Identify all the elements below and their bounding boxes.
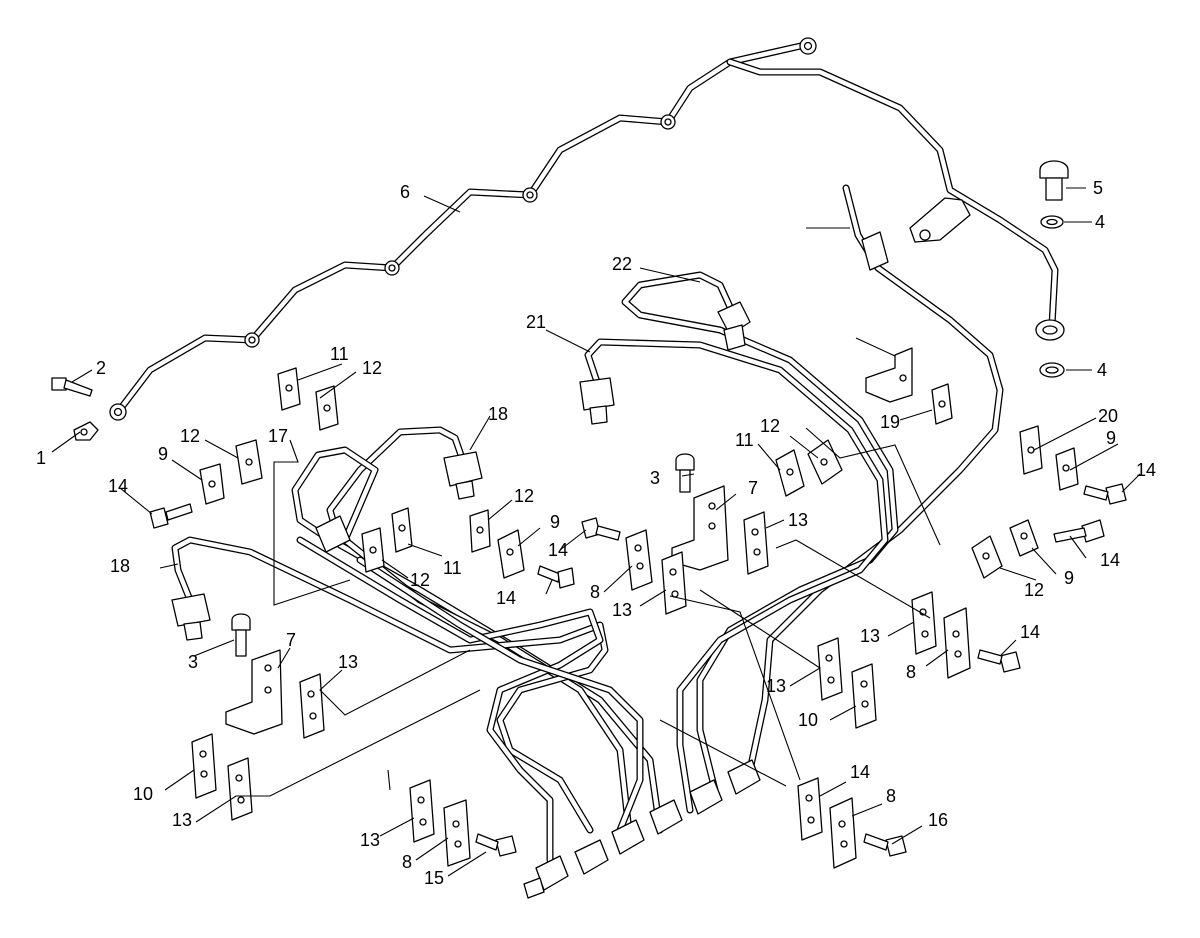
callout-2: 2	[96, 358, 106, 378]
callout-20: 22	[612, 254, 632, 274]
callout-12: 12	[514, 486, 534, 506]
callout-8: 8	[906, 662, 916, 682]
callout-5: 5	[1093, 178, 1103, 198]
callout-13: 13	[172, 810, 192, 830]
callout-14: 14	[548, 540, 568, 560]
callout-labels: 1 2 3 3 4 4 5 6 7 7 8 8 8 8 9 9 9 9 10 1…	[36, 178, 1156, 888]
part-12-clamp	[235, 385, 1003, 579]
callout-10: 10	[133, 784, 153, 804]
callout-9: 9	[158, 444, 168, 464]
callout-14: 14	[1136, 460, 1156, 480]
part-18-clamp-right	[1019, 425, 1043, 475]
callout-14: 14	[1100, 550, 1120, 570]
pipe-group	[109, 37, 1065, 899]
callout-12: 12	[362, 358, 382, 378]
pipe-16	[326, 426, 664, 834]
callout-13: 13	[612, 600, 632, 620]
part-11-clip	[277, 367, 805, 553]
callout-6: 6	[400, 182, 410, 202]
callout-11: 11	[735, 430, 754, 450]
callout-14: 16	[928, 810, 948, 830]
callout-9: 9	[550, 512, 560, 532]
callout-8: 8	[402, 852, 412, 872]
part-10-plate	[191, 663, 877, 799]
callout-9: 9	[1106, 428, 1116, 448]
callout-14: 14	[496, 588, 516, 608]
callout-10: 10	[798, 710, 818, 730]
callout-19: 21	[526, 312, 546, 332]
callout-14: 15	[424, 868, 444, 888]
part-13-clamp	[227, 511, 937, 843]
callout-1: 1	[36, 448, 46, 468]
callout-7: 7	[286, 630, 296, 650]
callout-12: 12	[760, 416, 780, 436]
callout-8: 8	[886, 786, 896, 806]
callout-18: 19	[880, 412, 900, 432]
part-1-washer	[73, 421, 99, 441]
parts-group	[51, 160, 1127, 869]
callout-14: 14	[108, 476, 128, 496]
part-22-bracket	[865, 347, 913, 403]
callout-13: 13	[788, 510, 808, 530]
callout-4: 4	[1097, 360, 1107, 380]
part-3-bolt	[231, 453, 695, 657]
callout-11: 11	[330, 344, 349, 364]
part-2-bolt	[51, 377, 93, 397]
pipe-15	[291, 446, 634, 844]
callout-9: 9	[1064, 568, 1074, 588]
pipe-nut	[717, 301, 751, 351]
callout-13: 13	[860, 626, 880, 646]
callout-17: 18	[110, 556, 130, 576]
callout-12: 12	[410, 570, 430, 590]
part-8-plate	[443, 529, 971, 869]
callout-13: 13	[766, 676, 786, 696]
part-9-plate-far-right	[1009, 519, 1039, 557]
pipe-bracket	[909, 197, 971, 243]
leak-off-line	[114, 41, 809, 416]
part-5-bolt	[1039, 160, 1069, 201]
callout-12: 12	[180, 426, 200, 446]
callout-7: 7	[748, 478, 758, 498]
callout-13: 13	[338, 652, 358, 672]
callout-15: 17	[268, 426, 288, 446]
part-14-bolt	[149, 483, 1127, 857]
callout-13: 14	[850, 762, 870, 782]
callout-8: 8	[590, 582, 600, 602]
banjo-fitting	[109, 37, 817, 421]
part-9-plate-left	[199, 463, 225, 505]
callout-3: 3	[650, 468, 660, 488]
part-9-plate-center	[497, 529, 525, 579]
callout-3: 3	[188, 652, 198, 672]
leader-lines	[51, 187, 1141, 877]
callout-12: 12	[1024, 580, 1044, 600]
callout-11: 11	[443, 558, 462, 578]
callout-14: 14	[1020, 622, 1040, 642]
part-9-plate-right	[1055, 447, 1079, 491]
callout-18: 20	[1098, 406, 1118, 426]
part-18-clamp-left	[931, 383, 953, 425]
callout-13: 13	[360, 830, 380, 850]
callout-16: 18	[488, 404, 508, 424]
callout-4: 4	[1095, 212, 1105, 232]
